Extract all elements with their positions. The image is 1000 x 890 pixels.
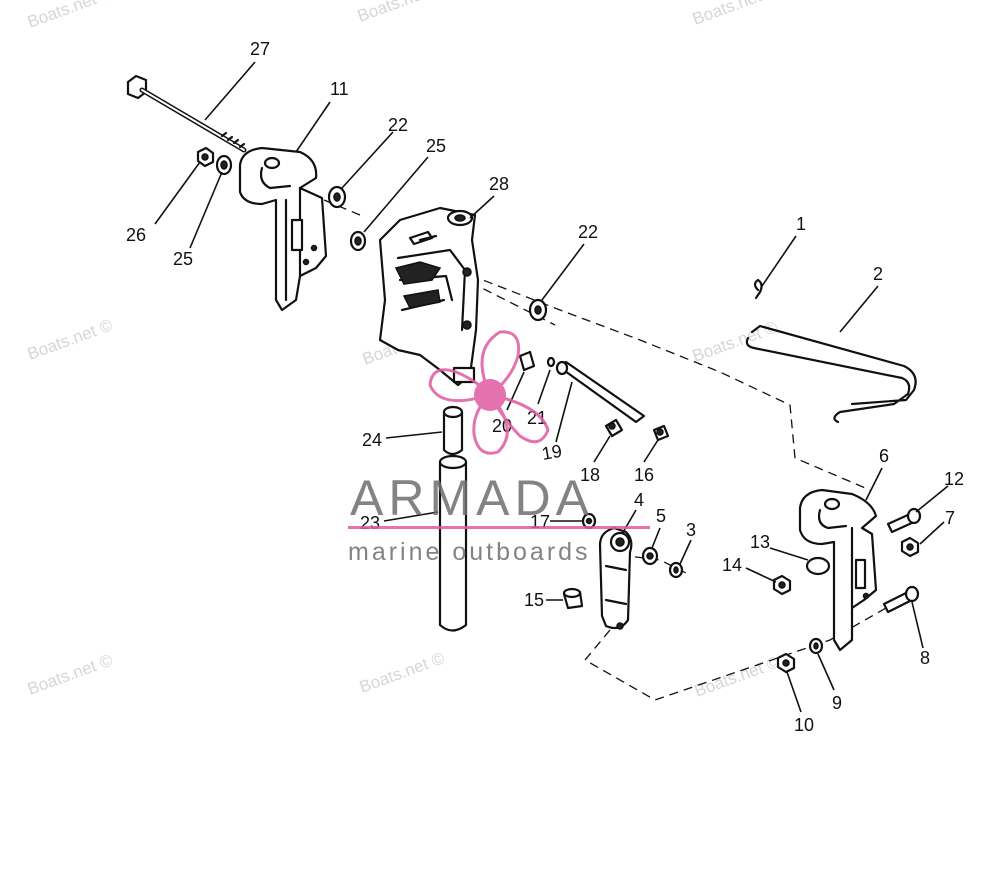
clamp-bracket-11: [238, 146, 328, 312]
tube-23: [438, 454, 468, 632]
washer-13: [805, 556, 831, 576]
washer-9: [808, 637, 824, 655]
pin-21: [546, 356, 556, 368]
callout-16: 16: [634, 465, 654, 485]
callout-7: 7: [945, 508, 955, 528]
washer-25-left: [215, 154, 233, 176]
callout-25-upper: 25: [426, 136, 446, 156]
watermark: Boats.net ©: [690, 0, 781, 29]
washer-22-upper: [327, 185, 347, 209]
watermark: Boats.net ©: [25, 315, 116, 363]
logo-tagline: marine outboards: [348, 538, 591, 566]
callout-8: 8: [920, 648, 930, 668]
watermark: Boats.net ©: [355, 0, 446, 26]
washer-5: [641, 546, 659, 566]
callout-3: 3: [686, 520, 696, 540]
armada-logo: ARMADA marine outboards: [348, 330, 650, 566]
callout-24: 24: [362, 430, 382, 450]
callout-15: 15: [524, 590, 544, 610]
callout-10: 10: [794, 715, 814, 735]
callout-5: 5: [656, 506, 666, 526]
nut-10: [776, 652, 796, 674]
fitting-16: [652, 424, 670, 442]
fitting-18: [604, 418, 624, 438]
callout-9: 9: [832, 693, 842, 713]
callout-26: 26: [126, 225, 146, 245]
leader-lines: [154, 61, 949, 713]
assembly-lines: [239, 167, 901, 701]
washer-3: [668, 561, 684, 579]
callout-18: 18: [580, 465, 600, 485]
bolt-27: [126, 74, 247, 153]
rod-2: [745, 324, 917, 424]
callout-4: 4: [634, 490, 644, 510]
clip-1: [753, 278, 763, 300]
bushing-15: [562, 587, 584, 610]
washer-25-upper: [349, 230, 367, 252]
callout-25-left: 25: [173, 249, 193, 269]
callout-19: 19: [540, 441, 563, 464]
watermark: Boats.net ©: [692, 652, 783, 700]
swivel-bracket-28: [378, 206, 480, 387]
fitting-20: [518, 350, 536, 372]
callout-6: 6: [879, 446, 889, 466]
logo-name: ARMADA: [350, 470, 594, 526]
callout-22-upper: 22: [388, 115, 408, 135]
callout-1: 1: [796, 214, 806, 234]
bushing-24: [442, 405, 464, 456]
callout-14: 14: [722, 555, 742, 575]
callout-2: 2: [873, 264, 883, 284]
nut-26: [196, 146, 215, 168]
propeller-icon: [428, 330, 550, 455]
cylinder-4: [598, 526, 633, 630]
callout-22-right: 22: [578, 222, 598, 242]
watermark: Boats.net ©: [25, 0, 116, 32]
watermark: Boats.net ©: [25, 650, 116, 698]
nut-7: [900, 536, 920, 558]
callout-labels: 1 2 3 4 5 6 7 8 9 10 11 12 13 14 15 16 1…: [126, 39, 964, 735]
washer-22-right: [528, 298, 548, 322]
clamp-bracket-6: [798, 488, 878, 652]
callout-28: 28: [489, 174, 509, 194]
callout-21: 21: [527, 408, 547, 428]
callout-27: 27: [250, 39, 270, 59]
watermark: Boats.net ©: [357, 648, 448, 696]
watermark: Boats.net ©: [690, 317, 781, 365]
callout-11: 11: [330, 79, 349, 99]
shaft-19: [555, 360, 646, 424]
logo-divider: [348, 526, 650, 529]
bolt-12: [886, 507, 922, 534]
callout-12: 12: [944, 469, 964, 489]
bolt-8: [882, 585, 920, 614]
nut-14: [772, 574, 792, 596]
callout-13: 13: [750, 532, 770, 552]
